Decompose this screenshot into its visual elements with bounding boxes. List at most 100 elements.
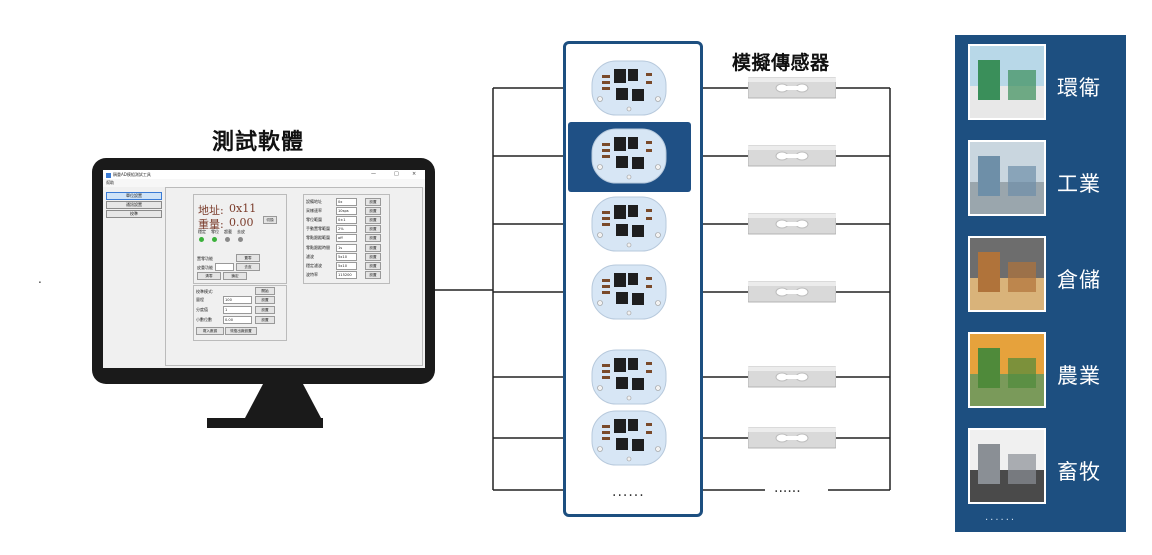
calibration-row-input[interactable]: 1 <box>223 306 252 314</box>
setting-value-select[interactable]: 0x <box>336 198 357 206</box>
monitor-stand-neck <box>245 384 321 418</box>
setting-apply-button[interactable]: 設置 <box>365 270 381 279</box>
calibration-row-button[interactable]: 設置 <box>255 316 275 324</box>
setting-apply-button[interactable]: 設置 <box>365 252 381 261</box>
zero-function-label: 置零功能 <box>197 256 213 261</box>
setting-apply-button[interactable]: 設置 <box>365 207 381 216</box>
ad-module-board-3 <box>588 193 670 255</box>
status-label-zero: 零位 <box>211 229 219 234</box>
setting-value-select[interactable]: 0±1 <box>336 216 357 225</box>
setting-value-select[interactable]: 5x10 <box>336 261 357 270</box>
ad-module-board-1 <box>588 57 670 119</box>
industry-photo <box>968 140 1046 216</box>
setting-apply-button[interactable]: 設置 <box>365 198 381 206</box>
address-value: 0x11 <box>229 202 257 215</box>
status-label-stable: 穩定 <box>198 229 206 234</box>
application-label: 倉儲 <box>1057 268 1101 292</box>
address-label: 地址: <box>198 204 224 217</box>
status-led-stable <box>199 237 204 242</box>
tare-button[interactable]: 去皮 <box>236 263 260 271</box>
menu-help[interactable]: 幫助 <box>106 180 114 185</box>
applications-more-dots: ...... <box>985 512 1017 523</box>
agriculture-photo <box>968 332 1046 408</box>
close-button[interactable]: × <box>412 171 417 177</box>
ad-module-board-2 <box>588 125 670 187</box>
ad-module-board-6 <box>588 407 670 469</box>
app-icon <box>106 172 111 178</box>
nav-calibration[interactable]: 校準 <box>106 210 162 218</box>
sanitation-photo <box>968 44 1046 120</box>
tare-input[interactable] <box>215 263 234 271</box>
setting-apply-button[interactable]: 設置 <box>365 243 381 252</box>
application-label: 農業 <box>1057 364 1101 388</box>
status-label-tare: 去皮 <box>237 229 245 234</box>
ad-module-board-4 <box>588 261 670 323</box>
setting-label: 零點跟蹤範圍 <box>306 235 330 241</box>
status-led-overload <box>225 237 230 242</box>
calibration-row-button[interactable]: 設置 <box>255 306 275 314</box>
warehouse-photo <box>968 236 1046 312</box>
setting-apply-button[interactable]: 設置 <box>365 234 381 243</box>
setting-apply-button[interactable]: 設置 <box>365 216 381 225</box>
board-more-dots: ...... <box>612 484 645 500</box>
zero-button[interactable]: 置零 <box>236 254 260 262</box>
weight-label: 重量: <box>198 218 224 231</box>
status-led-zero <box>212 237 217 242</box>
window-titlebar: 稱重AD模組測試工具 — □ × <box>103 170 425 179</box>
calibration-row-label: 量程 <box>196 297 204 302</box>
calibration-row-input[interactable]: 100 <box>223 296 252 304</box>
setting-label: 波特率 <box>306 271 318 277</box>
setting-label: 零位範圍 <box>306 217 322 223</box>
setting-value-select[interactable]: off <box>336 234 357 243</box>
calibration-row-button[interactable]: 設置 <box>255 296 275 304</box>
maximize-button[interactable]: □ <box>394 171 399 177</box>
calibration-row-label: 分度值 <box>196 307 208 312</box>
clear-button[interactable]: 清零 <box>197 272 221 280</box>
setting-label: 采樣速率 <box>306 208 322 214</box>
setting-value-select[interactable]: 5x10 <box>336 252 357 261</box>
lock-button[interactable]: 鎖定 <box>223 272 247 280</box>
status-led-tare <box>238 237 243 242</box>
unit-switch-button[interactable]: 切換 <box>263 216 277 224</box>
menu-bar: 幫助 <box>103 179 425 187</box>
setting-label: 濾波 <box>306 253 314 259</box>
application-label: 畜牧 <box>1057 460 1101 484</box>
calibration-row-label: 小數位數 <box>196 317 212 322</box>
calibration-start-button[interactable]: 開始 <box>255 287 275 295</box>
left-marker: . <box>38 272 42 286</box>
setting-value-select[interactable]: 1s <box>336 243 357 252</box>
setting-value-select[interactable]: 115200 <box>336 270 357 279</box>
write-data-button[interactable]: 寫入數據 <box>196 327 224 335</box>
calibration-mode-label: 校準模式: <box>196 289 214 294</box>
calibration-row-input[interactable]: 0.00 <box>223 316 252 324</box>
setting-value-select[interactable]: 10sps <box>336 207 357 216</box>
factory-reset-button[interactable]: 恢復出廠設置 <box>225 327 257 335</box>
software-screen: 稱重AD模組測試工具 — □ × 幫助 單位設置 通訊設置 校準 地址: 0x1… <box>103 170 425 368</box>
status-label-overload: 超載 <box>224 229 232 234</box>
sensor-title: 模擬傳感器 <box>732 52 830 74</box>
setting-label: 穩定濾波 <box>306 262 322 268</box>
load-cell-sensor-6 <box>747 425 837 451</box>
nav-unit-settings[interactable]: 單位設置 <box>106 192 162 200</box>
nav-comm-settings[interactable]: 通訊設置 <box>106 201 162 209</box>
monitor-stand-base <box>207 418 323 428</box>
load-cell-sensor-4 <box>747 279 837 305</box>
tare-function-label: 皮重功能 <box>197 265 213 270</box>
load-cell-sensor-3 <box>747 211 837 237</box>
sensor-more-dots: ...... <box>774 480 801 496</box>
weight-value: 0.00 <box>229 216 254 229</box>
setting-value-select[interactable]: 2% <box>336 225 357 234</box>
window-title: 稱重AD模組測試工具 <box>113 172 151 177</box>
application-label: 環衛 <box>1057 76 1101 100</box>
setting-label: 零點跟蹤時間 <box>306 244 330 250</box>
minimize-button[interactable]: — <box>371 171 376 177</box>
livestock-photo <box>968 428 1046 504</box>
setting-apply-button[interactable]: 設置 <box>365 225 381 234</box>
setting-apply-button[interactable]: 設置 <box>365 261 381 270</box>
load-cell-sensor-2 <box>747 143 837 169</box>
load-cell-sensor-1 <box>747 75 837 101</box>
software-title: 測試軟體 <box>212 130 305 155</box>
load-cell-sensor-5 <box>747 364 837 390</box>
setting-label: 手動置零範圍 <box>306 226 330 232</box>
